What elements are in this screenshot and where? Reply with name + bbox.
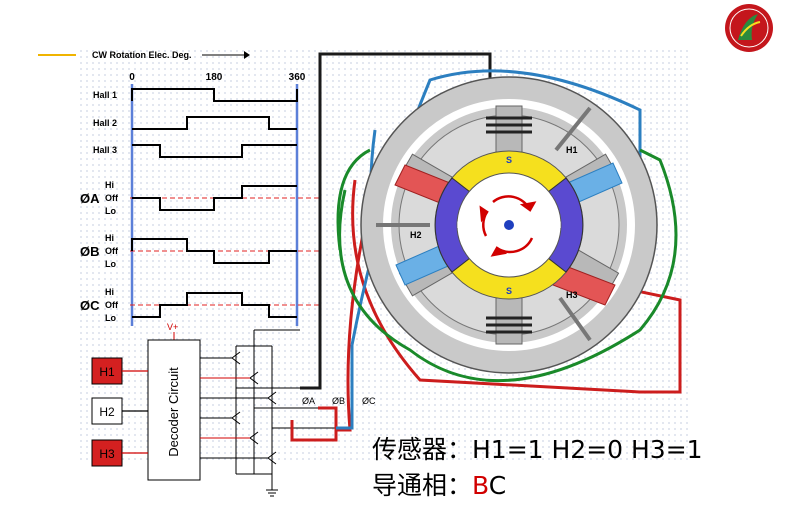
pole-bottom: S — [506, 286, 512, 296]
phase-b-hi: Hi — [105, 233, 114, 243]
input-h2-label: H2 — [99, 405, 115, 419]
university-logo — [725, 4, 773, 52]
phase-green-inner — [336, 148, 371, 251]
phase-b-wire — [290, 406, 338, 442]
phase-a-symbol: ØA — [80, 191, 100, 206]
phase-b-outer — [351, 179, 682, 394]
pole-left: N — [457, 220, 464, 230]
output-a-label: ØA — [302, 396, 315, 406]
sensor-h3-probe — [558, 296, 592, 342]
phase-a-lo: Lo — [105, 206, 116, 216]
phase-green-loop — [338, 148, 678, 383]
phase-b-waveform — [131, 238, 297, 264]
waveform-chart: CW Rotation Elec. Deg. 0 180 360 Hall 1 … — [80, 50, 322, 326]
transistor-bridge — [231, 329, 336, 497]
rotation-icon — [479, 195, 537, 257]
rotor-shaft — [504, 220, 514, 230]
coil-top — [486, 116, 532, 134]
pole-right: N — [555, 220, 562, 230]
phase-c-off: Off — [105, 300, 119, 310]
input-h2-box — [91, 397, 123, 425]
phase-a-waveform — [132, 185, 297, 211]
hall-1-label: Hall 1 — [93, 90, 117, 100]
decoder-circuit: V+ Decoder Circuit H1 H2 H3 — [91, 322, 376, 497]
motor: S N N S H1 H2 H3 — [360, 76, 658, 374]
rotation-arrowhead — [244, 51, 250, 59]
input-h1-box — [91, 357, 123, 385]
input-h3-label: H3 — [99, 447, 115, 461]
gate-wires — [200, 357, 268, 459]
phase-c-lo: Lo — [105, 313, 116, 323]
phase-b-symbol: ØB — [80, 244, 100, 259]
tick-label-0: 0 — [129, 72, 135, 83]
phase-a-hi: Hi — [105, 180, 114, 190]
output-b-label: ØB — [332, 396, 345, 406]
tick-label-180: 180 — [206, 72, 223, 83]
hall-3-label: Hall 3 — [93, 145, 117, 155]
hall-2-label: Hall 2 — [93, 118, 117, 128]
conducting-phase-b: B — [472, 471, 489, 500]
supply-label: V+ — [167, 322, 178, 332]
hall-3-waveform — [132, 144, 297, 158]
conducting-phase-prefix: 导通相： — [372, 471, 473, 500]
pole-top: S — [506, 155, 512, 165]
phase-b-lo: Lo — [105, 259, 116, 269]
phase-c-wire — [336, 345, 354, 430]
sensor-h1-label: H1 — [566, 145, 578, 155]
phase-a-wire — [300, 52, 492, 390]
sensor-h2-label: H2 — [410, 230, 422, 240]
decoder-box — [147, 339, 201, 481]
coil-bottom — [486, 316, 532, 334]
hall-2-waveform — [132, 116, 297, 130]
output-c-label: ØC — [362, 396, 376, 406]
tick-label-360: 360 — [289, 72, 306, 83]
phase-c-waveform — [132, 292, 297, 318]
conducting-phase-caption: 导通相：BC — [372, 466, 506, 502]
input-h1-label: H1 — [99, 365, 115, 379]
sensor-state-caption: 传感器：H1=1 H2=0 H3=1 — [372, 435, 703, 464]
hall-1-waveform — [131, 88, 298, 102]
phase-b-off: Off — [105, 246, 119, 256]
decoder-label: Decoder Circuit — [166, 367, 181, 457]
sensor-h3-label: H3 — [566, 290, 578, 300]
phase-c-symbol: ØC — [80, 298, 100, 313]
phase-c-hi: Hi — [105, 287, 114, 297]
phase-a-off: Off — [105, 193, 119, 203]
waveform-title: CW Rotation Elec. Deg. — [92, 50, 192, 60]
sensor-h1-probe — [554, 106, 592, 152]
conducting-phase-c: C — [488, 471, 507, 500]
